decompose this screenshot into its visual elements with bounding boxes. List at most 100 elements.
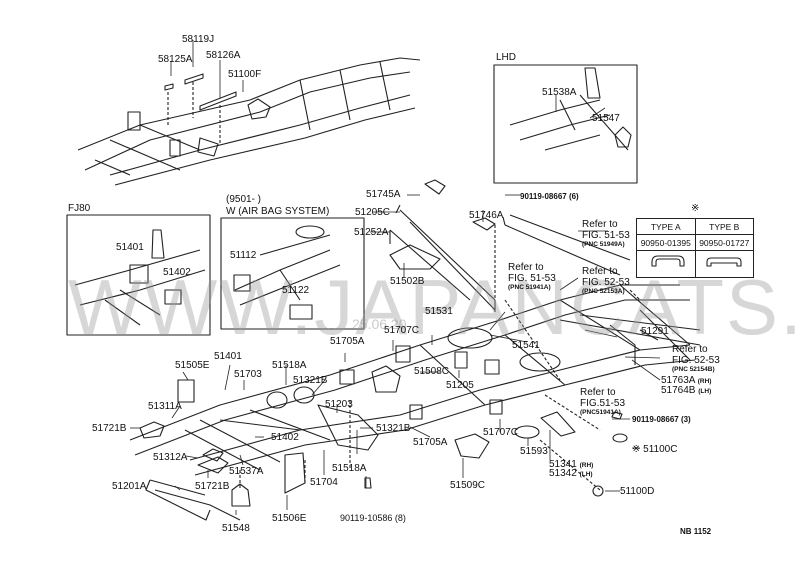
part-label-51721b-lower[interactable]: 51721B [195, 481, 230, 492]
part-label-51252a[interactable]: 51252A [354, 227, 389, 238]
part-label-51506e[interactable]: 51506E [272, 513, 307, 524]
part-label-51547[interactable]: 51547 [592, 113, 620, 124]
part-label-51100f[interactable]: 51100F [228, 69, 262, 80]
part-label-51402[interactable]: 51402 [271, 432, 299, 443]
part-label-51593[interactable]: 51593 [520, 446, 548, 457]
part-number: 51342 [549, 468, 577, 479]
lhd-inset-box [493, 64, 638, 184]
part-label-51321b-upper[interactable]: 51321B [293, 375, 328, 386]
ref-note-pnc52153a[interactable]: Refer to FIG. 52-53 (PNC 52153A) [582, 266, 630, 295]
ref-line2: FIG. 51-53 [508, 273, 556, 284]
fj80-inset-drawing [74, 229, 206, 326]
part-label-58125a[interactable]: 58125A [158, 54, 193, 65]
asterisk-mark: ※ [632, 444, 641, 455]
rh-mark: (RH) [697, 378, 712, 385]
part-label-51321b-lower[interactable]: 51321B [376, 423, 411, 434]
part-label-51311a[interactable]: 51311A [148, 401, 182, 412]
part-label-51201a[interactable]: 51201A [112, 481, 147, 492]
part-label-51502b[interactable]: 51502B [390, 276, 425, 287]
part-label-51402-fj80[interactable]: 51402 [163, 267, 191, 278]
diagram-code: NB 1152 [680, 527, 712, 536]
part-label-51205[interactable]: 51205 [446, 380, 474, 391]
part-label-51401-fj80[interactable]: 51401 [116, 242, 144, 253]
part-label-51705a-upper[interactable]: 51705A [330, 336, 365, 347]
fj80-inset-box [66, 214, 211, 336]
type-b-header: TYPE B [694, 218, 754, 235]
part-label-51763a[interactable]: 51763A (RH) [661, 375, 711, 386]
part-label-90119-10586-8[interactable]: 90119-10586 (8) [340, 513, 406, 523]
type-b-shape-cell [694, 250, 754, 278]
type-a-part-number[interactable]: 90950-01395 [636, 234, 696, 251]
fj80-inset-title: FJ80 [68, 203, 91, 214]
type-a-shape-cell [636, 250, 696, 278]
part-label-90119-08667-6[interactable]: 90119-08667 (6) [520, 192, 579, 201]
ref-line1: Refer to [582, 266, 618, 277]
ref-note-pnc52154b[interactable]: Refer to FIG. 52-53 (PNC 52154B) [672, 344, 720, 373]
rh-mark: (RH) [579, 462, 594, 469]
part-label-51704[interactable]: 51704 [310, 477, 338, 488]
ref-line2: FIG. 52-53 [582, 277, 630, 288]
part-label-51531[interactable]: 51531 [425, 306, 453, 317]
lh-mark: (LH) [579, 471, 593, 478]
part-label-51746a[interactable]: 51746A [469, 210, 504, 221]
part-label-58126a[interactable]: 58126A [206, 50, 241, 61]
part-label-51203[interactable]: 51203 [325, 399, 353, 410]
part-label-51538a[interactable]: 51538A [542, 87, 577, 98]
airbag-inset-drawing [233, 225, 341, 320]
part-label-51291[interactable]: 51291 [641, 326, 669, 337]
ref-pnc: (PNC 52154B) [672, 366, 715, 373]
part-label-58119j[interactable]: 58119J [182, 34, 215, 45]
part-number: 51341 [549, 459, 577, 470]
type-b-part-number[interactable]: 90950-01727 [694, 234, 754, 251]
airbag-inset-title-line2: W (AIR BAG SYSTEM) [226, 206, 330, 217]
part-label-51518a-lower[interactable]: 51518A [332, 463, 367, 474]
lhd-inset-title: LHD [496, 52, 517, 63]
part-label-51100c[interactable]: ※ 51100C [632, 444, 677, 455]
ref-pnc: (PNC 51949A) [582, 241, 625, 248]
part-label-51401[interactable]: 51401 [214, 351, 242, 362]
part-label-51122[interactable]: 51122 [282, 285, 310, 296]
type-a-header: TYPE A [636, 218, 696, 235]
part-label-51518a-upper[interactable]: 51518A [272, 360, 307, 371]
top-frame-drawing [77, 57, 421, 186]
ref-line2: FIG. 52-53 [672, 355, 720, 366]
part-label-51509c[interactable]: 51509C [450, 480, 486, 491]
part-label-90119-08667-3[interactable]: 90119-08667 (3) [632, 415, 691, 424]
part-label-51764b[interactable]: 51764B (LH) [661, 385, 711, 396]
ref-line1: Refer to [580, 387, 616, 398]
part-label-51705a-lower[interactable]: 51705A [413, 437, 448, 448]
part-label-51312a[interactable]: 51312A [153, 452, 188, 463]
ref-note-pnc51949a[interactable]: Refer to FIG. 51-53 (PNC 51949A) [582, 219, 630, 248]
type-table-symbol: ※ [691, 203, 700, 214]
part-label-51342[interactable]: 51342 (LH) [549, 468, 593, 479]
ref-note-pnc51941a-lower[interactable]: Refer to FIG.51-53 (PNC51941A) [580, 387, 625, 416]
watermark: WWW.JAPANCATS.RU [68, 263, 800, 351]
ref-line1: Refer to [582, 219, 618, 230]
part-label-51721b-upper[interactable]: 51721B [92, 423, 127, 434]
part-label-51112[interactable]: 51112 [230, 250, 257, 261]
part-label-51341[interactable]: 51341 (RH) [549, 459, 593, 470]
part-label-51508c[interactable]: 51508C [414, 366, 450, 377]
ref-line2: FIG.51-53 [580, 398, 626, 409]
part-label-51707c-upper[interactable]: 51707C [384, 325, 420, 336]
part-label-51541[interactable]: 51541 [512, 340, 540, 351]
leader-lines [130, 40, 661, 515]
airbag-inset-title-line1: (9501- ) [226, 194, 262, 205]
lhd-inset-drawing [509, 67, 632, 151]
part-label-51703[interactable]: 51703 [234, 369, 262, 380]
part-label-51537a[interactable]: 51537A [229, 466, 264, 477]
ref-pnc: (PNC51941A) [580, 409, 621, 416]
part-label-51548[interactable]: 51548 [222, 523, 250, 534]
part-number: 51100C [643, 444, 678, 455]
part-label-51505e[interactable]: 51505E [175, 360, 210, 371]
main-frame-drawing [129, 179, 701, 521]
part-label-51745a[interactable]: 51745A [366, 189, 401, 200]
ref-note-pnc51941a-upper[interactable]: Refer to FIG. 51-53 (PNC 51941A) [508, 262, 556, 291]
part-label-51100d[interactable]: 51100D [620, 486, 655, 497]
part-label-51707c-lower[interactable]: 51707C [483, 427, 519, 438]
ref-line2: FIG. 51-53 [582, 230, 630, 241]
part-label-51205c[interactable]: 51205C [355, 207, 391, 218]
ref-line1: Refer to [672, 344, 708, 355]
